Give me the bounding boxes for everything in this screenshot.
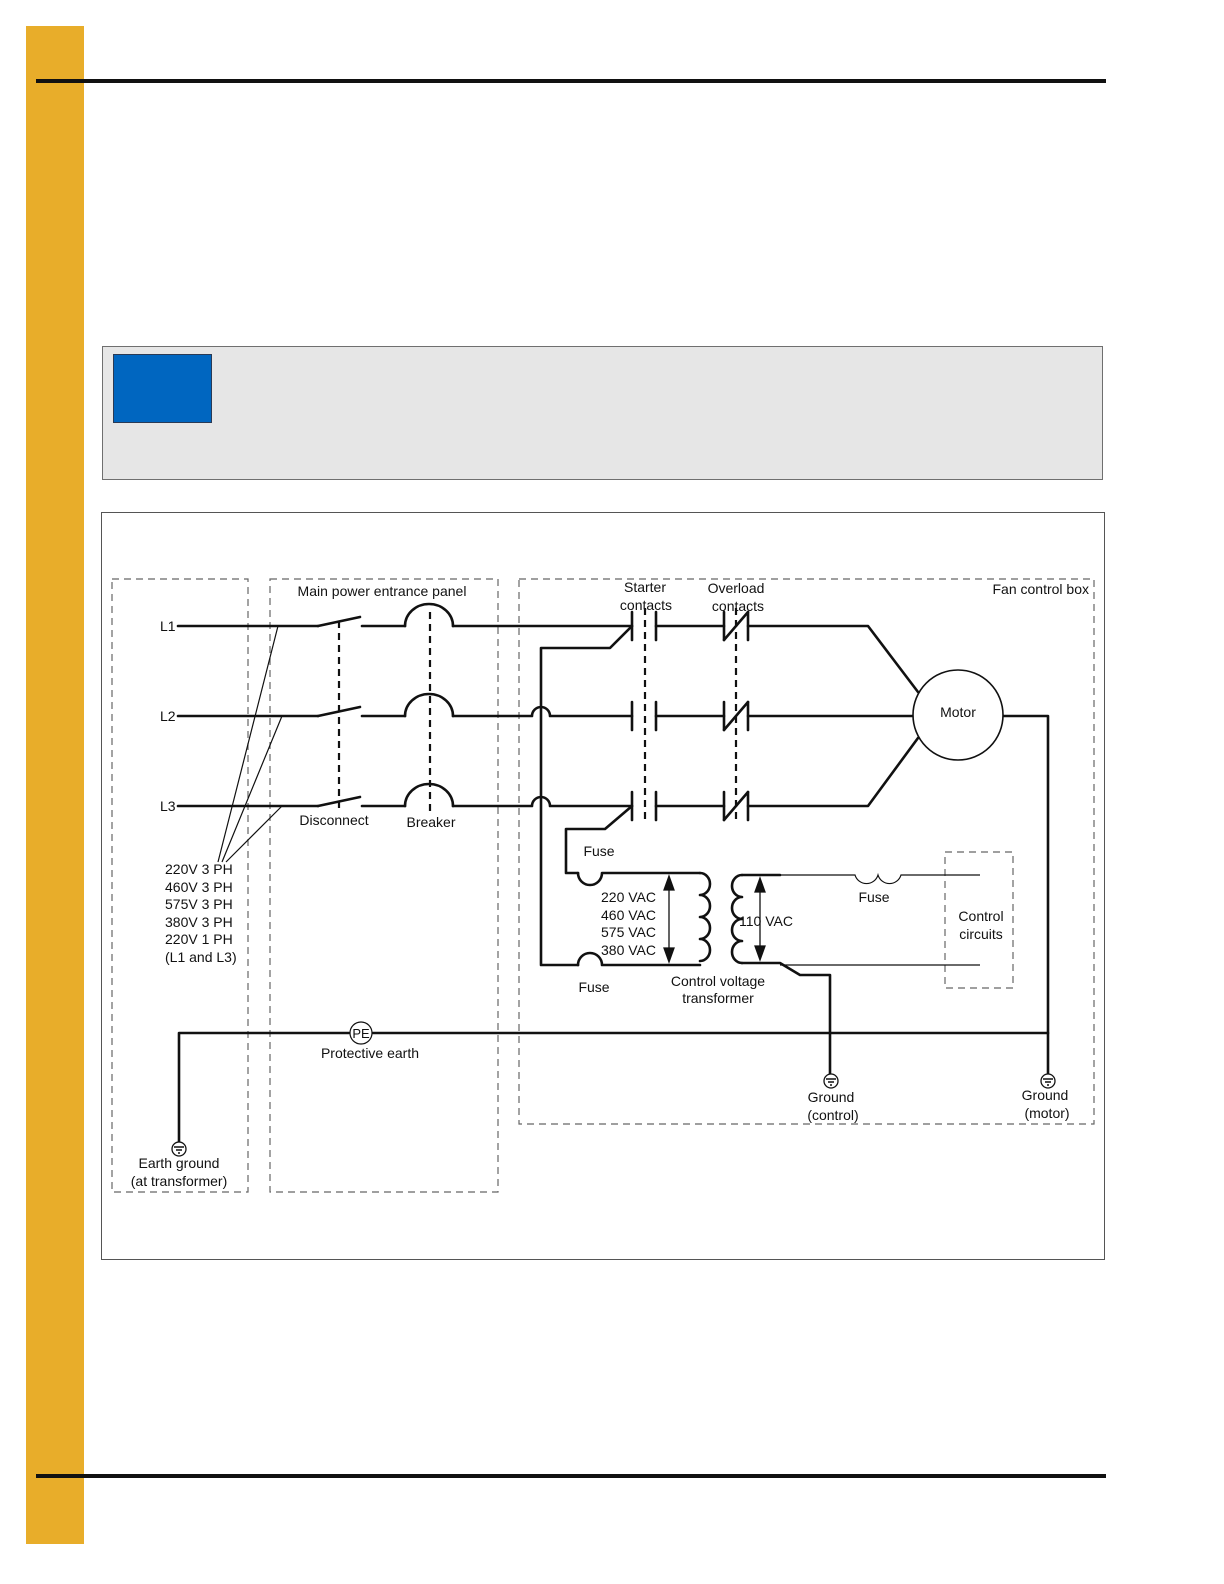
yellow-side-bar: [26, 26, 84, 1544]
label-cvt-1: Control voltage: [671, 973, 765, 989]
motor-symbol: [912, 669, 1004, 761]
label-primary-4: 380 VAC: [601, 942, 656, 958]
label-voltage-5: 220V 1 PH: [165, 931, 233, 947]
label-110vac: 110 VAC: [739, 913, 793, 929]
tap-l3-wire: [564, 804, 634, 875]
label-ground-control-1: Ground: [808, 1089, 855, 1105]
fan-box-dashed-box: [518, 578, 1095, 1125]
label-cvt-2: transformer: [682, 990, 754, 1006]
label-starter-2: contacts: [620, 597, 672, 613]
label-pe: PE: [352, 1026, 370, 1041]
main-panel-dashed-box: [269, 578, 499, 1193]
label-voltage-2: 460V 3 PH: [165, 879, 233, 895]
label-motor: Motor: [940, 704, 976, 720]
label-fan-box: Fan control box: [993, 581, 1090, 597]
note-box: [102, 346, 1103, 480]
label-primary-2: 460 VAC: [601, 907, 656, 923]
label-fuse-bottom: Fuse: [578, 979, 609, 995]
label-primary-3: 575 VAC: [601, 924, 656, 940]
label-primary-1: 220 VAC: [601, 889, 656, 905]
label-overload-1: Overload: [708, 580, 765, 596]
pe-symbol: [349, 1021, 373, 1045]
footer-rule: [36, 1474, 1106, 1478]
header-rule: [36, 79, 1106, 83]
label-starter-1: Starter: [624, 579, 666, 595]
label-l2: L2: [160, 708, 176, 724]
label-voltage-6: (L1 and L3): [165, 949, 237, 965]
control-circuits-dashed-box: [944, 851, 1014, 989]
label-protective-earth: Protective earth: [321, 1045, 419, 1061]
ground-symbols: [171, 1073, 1056, 1157]
label-ground-motor-2: (motor): [1024, 1105, 1069, 1121]
protective-earth-bus: [177, 1031, 1050, 1148]
source-dashed-box: [111, 578, 249, 1193]
label-l3: L3: [160, 798, 176, 814]
label-fuse-top: Fuse: [583, 843, 614, 859]
label-earth-ground-1: Earth ground: [139, 1155, 220, 1171]
wiring-diagram-frame: [101, 512, 1105, 1260]
motor-ground-wire: [1001, 714, 1050, 1079]
label-earth-ground-2: (at transformer): [131, 1173, 227, 1189]
tap-l1-wire: [539, 624, 634, 967]
l1-wire: [176, 624, 920, 694]
label-breaker: Breaker: [406, 814, 455, 830]
label-disconnect: Disconnect: [299, 812, 368, 828]
label-l1: L1: [160, 618, 176, 634]
label-ground-motor-1: Ground: [1022, 1087, 1069, 1103]
label-ground-control-2: (control): [807, 1107, 858, 1123]
label-main-panel: Main power entrance panel: [298, 583, 467, 599]
note-badge: [113, 354, 212, 423]
label-control-circuits-2: circuits: [959, 926, 1003, 942]
label-voltage-3: 575V 3 PH: [165, 896, 233, 912]
label-control-circuits-1: Control: [958, 908, 1003, 924]
l3-wire: [176, 736, 920, 808]
label-fuse-secondary: Fuse: [858, 889, 889, 905]
l2-wire: [176, 705, 914, 718]
label-voltage-4: 380V 3 PH: [165, 914, 233, 930]
label-overload-2: contacts: [712, 598, 764, 614]
label-voltage-1: 220V 3 PH: [165, 861, 233, 877]
